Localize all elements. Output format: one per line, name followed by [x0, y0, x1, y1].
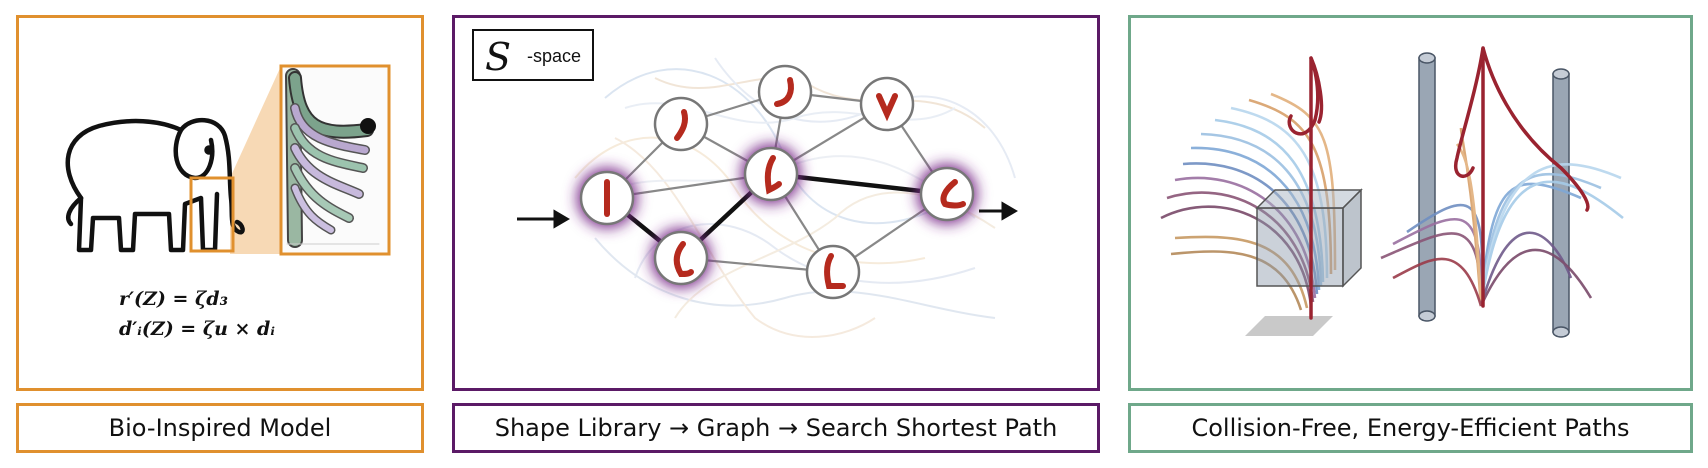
equation-position: r′(Z) = ζd₃ — [119, 288, 228, 310]
shape-graph-caption: Shape Library → Graph → Search Shortest … — [452, 403, 1100, 453]
zoom-wedge — [230, 66, 281, 254]
paths-illustration — [1160, 46, 1624, 338]
space-suffix: -space — [527, 46, 581, 66]
space-label-box — [472, 29, 594, 81]
graph-node — [859, 76, 915, 132]
space-symbol: S — [485, 35, 511, 79]
graph-node — [805, 244, 861, 300]
arrow-right-icon — [979, 201, 1018, 221]
paths-caption: Collision-Free, Energy-Efficient Paths — [1128, 403, 1693, 453]
bio-model-panel: r′(Z) = ζd₃ d′ᵢ(Z) = ζu × dᵢ — [16, 15, 424, 391]
graph-node-path — [653, 230, 709, 286]
arrow-right-icon — [517, 209, 570, 229]
paths-panel — [1128, 15, 1693, 391]
graph-node — [653, 96, 709, 152]
shape-graph-panel: S -space — [452, 15, 1100, 391]
left-optimal-path — [1287, 56, 1324, 320]
node-shape-curves — [604, 77, 966, 289]
right-optimal-path — [1453, 46, 1590, 308]
obstacle-box — [1255, 188, 1363, 288]
shape-graph-illustration: S -space — [472, 29, 1018, 338]
obstacle-shadow — [1245, 316, 1333, 336]
trunk-highlight-box — [189, 176, 235, 253]
bio-model-caption: Bio-Inspired Model — [16, 403, 424, 453]
graph-node — [757, 64, 813, 120]
trunk-model-render — [285, 68, 380, 248]
equation-directors: d′ᵢ(Z) = ζu × dᵢ — [119, 318, 275, 340]
bio-model-illustration — [65, 64, 391, 256]
right-path-fan — [1380, 127, 1624, 307]
pillar-obstacles — [1418, 52, 1570, 338]
elephant-icon — [65, 117, 245, 253]
